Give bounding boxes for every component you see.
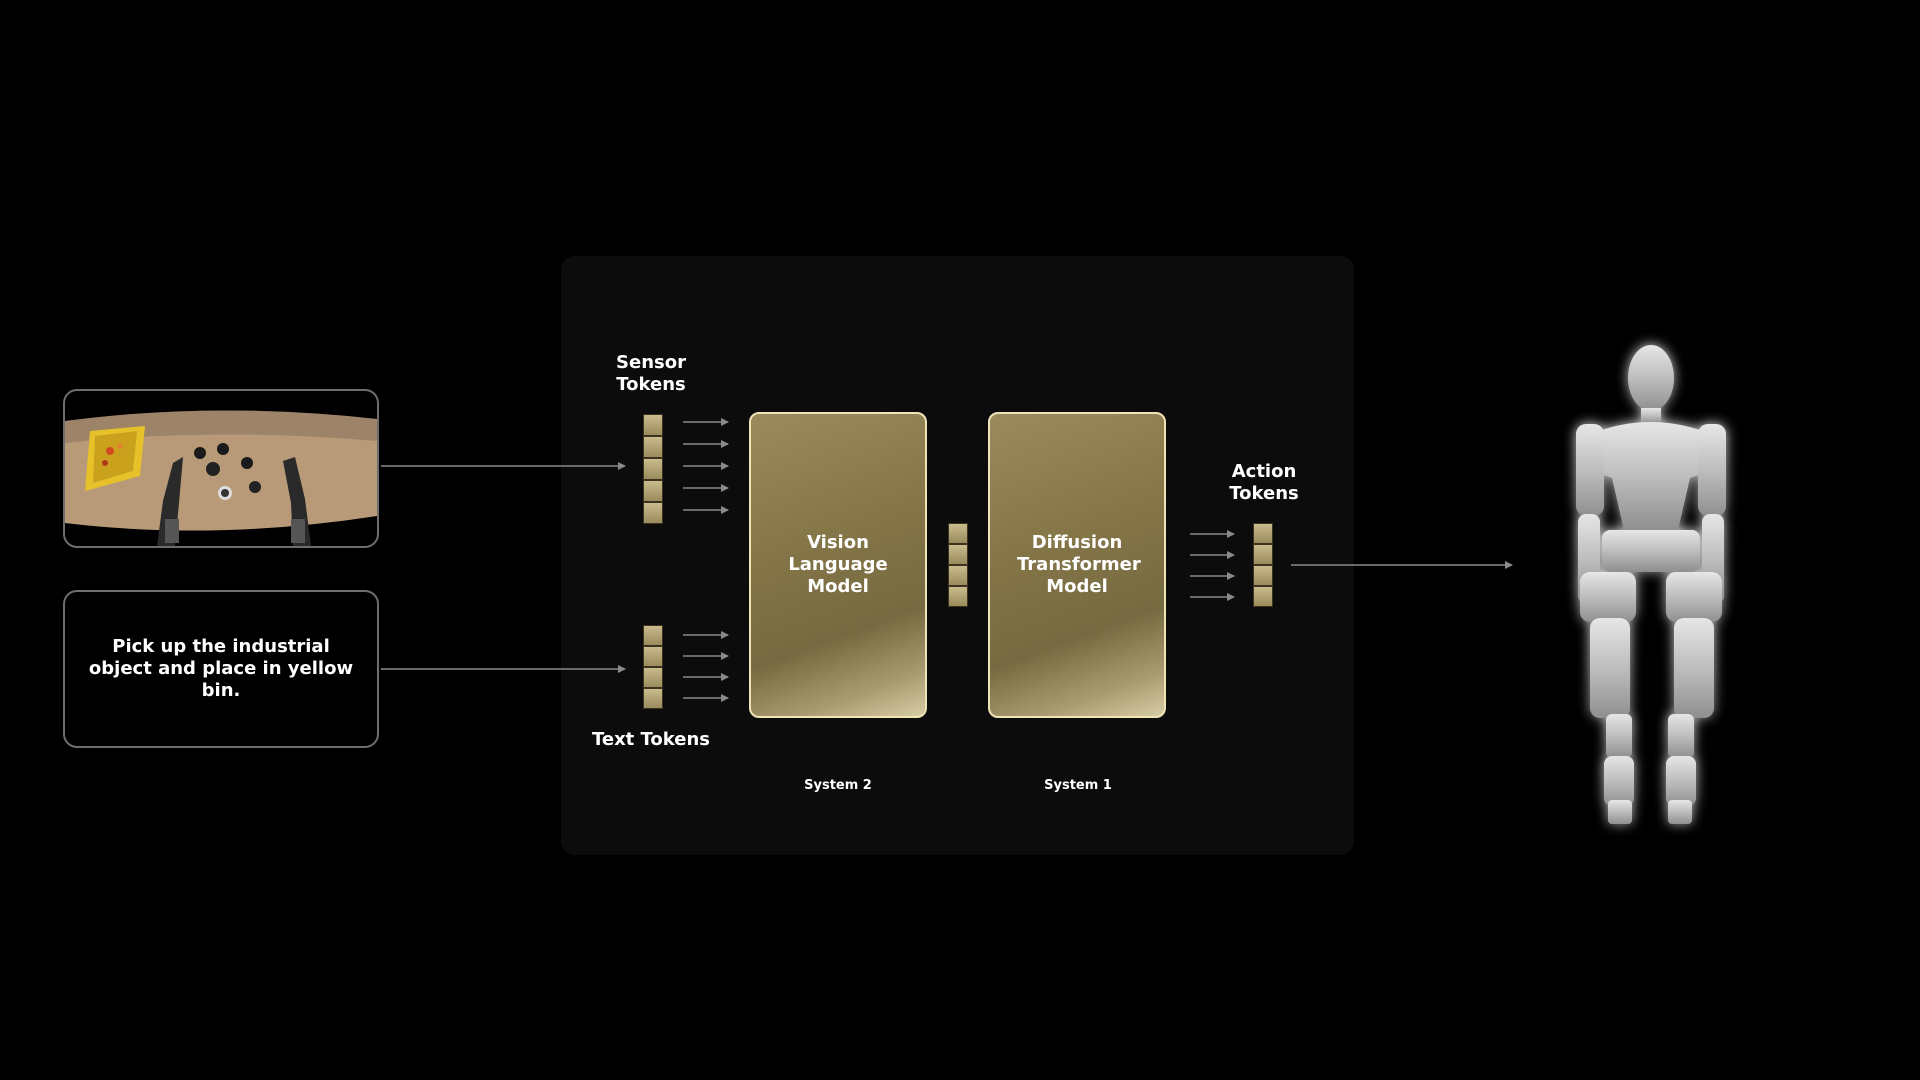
action-token-stack — [1253, 523, 1273, 607]
system-1-label: System 1 — [1044, 778, 1112, 793]
token — [643, 502, 663, 524]
system-2-label: System 2 — [804, 778, 872, 793]
token — [948, 544, 968, 565]
action-tokens-label: Action Tokens — [1229, 461, 1299, 504]
token — [643, 667, 663, 688]
sensor-token-stack — [643, 414, 663, 524]
token — [1253, 586, 1273, 607]
camera-image-box — [63, 389, 379, 548]
token — [643, 480, 663, 502]
token — [643, 625, 663, 646]
latent-token-stack — [948, 523, 968, 607]
instruction-text: Pick up the industrial object and place … — [88, 636, 354, 701]
token — [643, 414, 663, 436]
token — [948, 586, 968, 607]
token — [643, 436, 663, 458]
token — [1253, 565, 1273, 586]
token — [643, 458, 663, 480]
sensor-tokens-label: Sensor Tokens — [616, 352, 686, 395]
instruction-box: Pick up the industrial object and place … — [63, 590, 379, 748]
token — [948, 523, 968, 544]
token — [643, 688, 663, 709]
diffusion-transformer-model-box: Diffusion Transformer Model — [988, 412, 1166, 718]
text-tokens-label: Text Tokens — [591, 729, 711, 750]
token — [948, 565, 968, 586]
text-token-stack — [643, 625, 663, 709]
vision-language-model-box: Vision Language Model — [749, 412, 927, 718]
token — [643, 646, 663, 667]
token — [1253, 523, 1273, 544]
dit-label: Diffusion Transformer Model — [1017, 532, 1141, 597]
vlm-label: Vision Language Model — [788, 532, 888, 597]
robot-camera-image — [65, 410, 377, 546]
token — [1253, 544, 1273, 565]
